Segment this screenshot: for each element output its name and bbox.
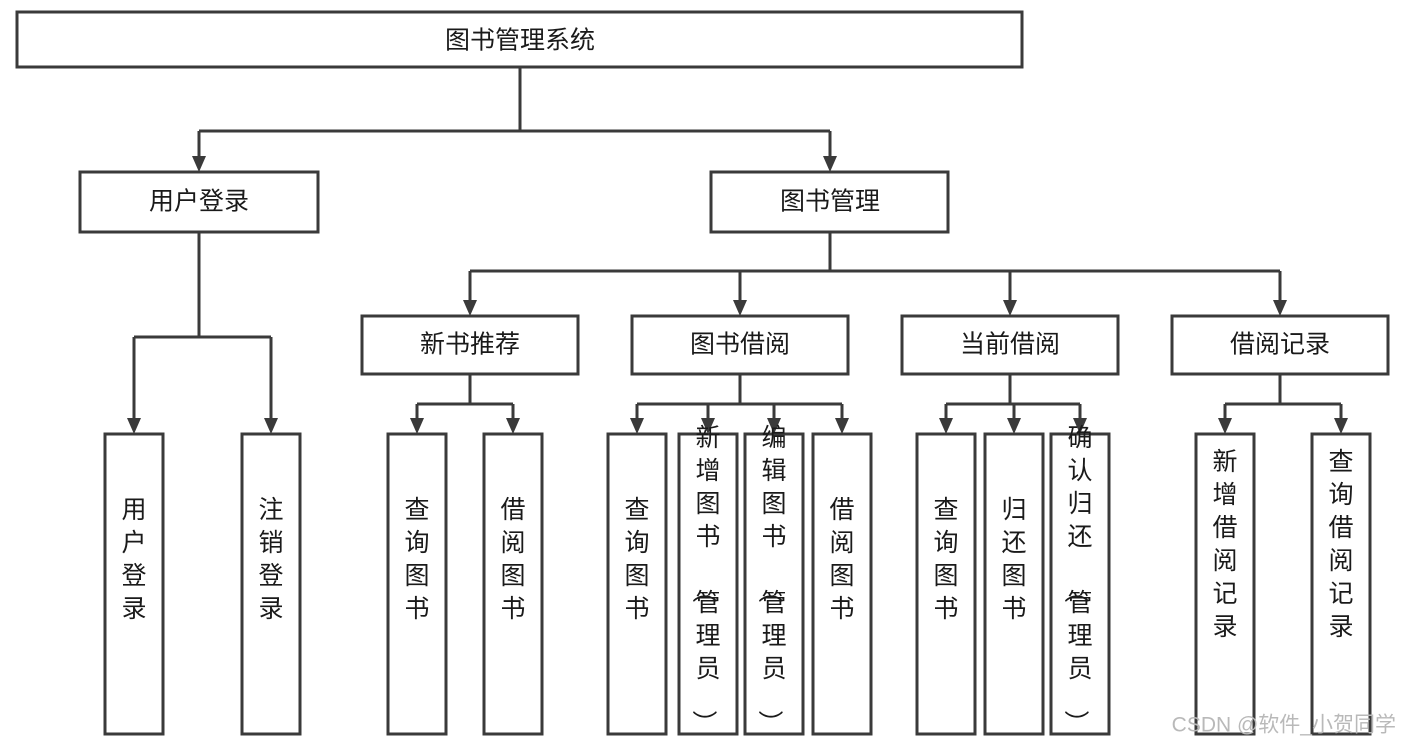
node-box-leaf3[interactable] (386, 432, 448, 736)
node-box-leaf6[interactable] (677, 432, 739, 736)
node-label-leaf9: 查询图书 (933, 496, 958, 623)
node-label-leaf12: 新增借阅记录 (1212, 448, 1237, 641)
connector-layer (127, 67, 1348, 434)
node-box-leaf10[interactable] (983, 432, 1045, 736)
node-box-leaf13[interactable] (1310, 432, 1372, 736)
edge-bo-leaf5 (630, 404, 644, 434)
edge-root-bookmgmt (823, 131, 837, 172)
node-label-leaf10: 归还图书 (1001, 496, 1026, 623)
edge-bm-current (1003, 271, 1017, 316)
node-label-leaf7: 编辑图书（管理员） (755, 424, 786, 735)
node-label-newbook: 新书推荐 (420, 331, 520, 359)
node-box-leaf9[interactable] (915, 432, 977, 736)
node-label-leaf8: 借阅图书 (829, 496, 854, 623)
node-label-leaf13: 查询借阅记录 (1328, 448, 1353, 641)
node-box-leaf5[interactable] (606, 432, 668, 736)
node-leaf10[interactable]: 归还图书 (983, 432, 1045, 736)
node-box-login[interactable] (78, 170, 320, 234)
node-box-leaf12[interactable] (1194, 432, 1256, 736)
node-label-current: 当前借阅 (960, 331, 1060, 359)
node-box-newbook[interactable] (360, 314, 580, 376)
node-leaf11[interactable]: 确认归还（管理员） (1049, 424, 1111, 736)
node-leaf1[interactable]: 用户登录 (103, 432, 165, 736)
node-label-bookmgmt: 图书管理 (780, 188, 880, 216)
node-leaf13[interactable]: 查询借阅记录 (1310, 432, 1372, 736)
node-newbook[interactable]: 新书推荐 (360, 314, 580, 376)
node-leaf2[interactable]: 注销登录 (240, 432, 302, 736)
node-leaf12[interactable]: 新增借阅记录 (1194, 432, 1256, 736)
edge-nb-leaf4 (506, 404, 520, 434)
node-leaf9[interactable]: 查询图书 (915, 432, 977, 736)
node-label-login: 用户登录 (149, 188, 249, 216)
node-box-root[interactable] (15, 10, 1024, 69)
node-box-leaf4[interactable] (482, 432, 544, 736)
node-borrow[interactable]: 图书借阅 (630, 314, 850, 376)
node-current[interactable]: 当前借阅 (900, 314, 1120, 376)
node-box-leaf1[interactable] (103, 432, 165, 736)
node-label-leaf1: 用户登录 (121, 496, 146, 623)
edge-bo-leaf7 (767, 404, 781, 434)
edge-re-leaf13 (1334, 404, 1348, 434)
node-login[interactable]: 用户登录 (78, 170, 320, 234)
node-label-borrow: 图书借阅 (690, 331, 790, 359)
edge-login-leaf2 (264, 337, 278, 434)
edge-re-leaf12 (1218, 404, 1232, 434)
edge-bm-records (1273, 271, 1287, 316)
node-leaf6[interactable]: 新增图书（管理员） (677, 424, 739, 736)
node-leaf3[interactable]: 查询图书 (386, 432, 448, 736)
edge-bm-newbook (463, 271, 477, 316)
node-box-bookmgmt[interactable] (709, 170, 950, 234)
node-leaf7[interactable]: 编辑图书（管理员） (743, 424, 805, 736)
node-label-leaf2: 注销登录 (258, 496, 283, 623)
edge-bm-borrow (733, 271, 747, 316)
edge-cu-leaf10 (1007, 404, 1021, 434)
edge-nb-leaf3 (410, 404, 424, 434)
node-label-root: 图书管理系统 (445, 27, 595, 55)
edge-bo-leaf6 (701, 404, 715, 434)
node-label-leaf4: 借阅图书 (500, 496, 525, 623)
node-layer: 图书管理系统用户登录图书管理新书推荐图书借阅当前借阅借阅记录用户登录注销登录查询… (15, 10, 1390, 736)
edge-cu-leaf9 (939, 404, 953, 434)
node-leaf4[interactable]: 借阅图书 (482, 432, 544, 736)
csdn-watermark: CSDN @软件_小贺同学 (1172, 714, 1396, 737)
node-box-borrow[interactable] (630, 314, 850, 376)
node-label-leaf11: 确认归还（管理员） (1061, 424, 1092, 735)
node-leaf5[interactable]: 查询图书 (606, 432, 668, 736)
edge-root-login (192, 131, 206, 172)
node-box-current[interactable] (900, 314, 1120, 376)
node-leaf8[interactable]: 借阅图书 (811, 432, 873, 736)
node-label-records: 借阅记录 (1230, 331, 1330, 359)
node-root[interactable]: 图书管理系统 (15, 10, 1024, 69)
edge-bo-leaf8 (835, 404, 849, 434)
node-label-leaf3: 查询图书 (404, 496, 429, 623)
node-records[interactable]: 借阅记录 (1170, 314, 1390, 376)
node-box-leaf7[interactable] (743, 432, 805, 736)
node-box-records[interactable] (1170, 314, 1390, 376)
node-box-leaf2[interactable] (240, 432, 302, 736)
node-label-leaf5: 查询图书 (624, 496, 649, 623)
node-label-leaf6: 新增图书（管理员） (689, 424, 720, 735)
node-box-leaf11[interactable] (1049, 432, 1111, 736)
edge-cu-leaf11 (1073, 404, 1087, 434)
node-bookmgmt[interactable]: 图书管理 (709, 170, 950, 234)
node-box-leaf8[interactable] (811, 432, 873, 736)
edge-login-leaf1 (127, 337, 141, 434)
